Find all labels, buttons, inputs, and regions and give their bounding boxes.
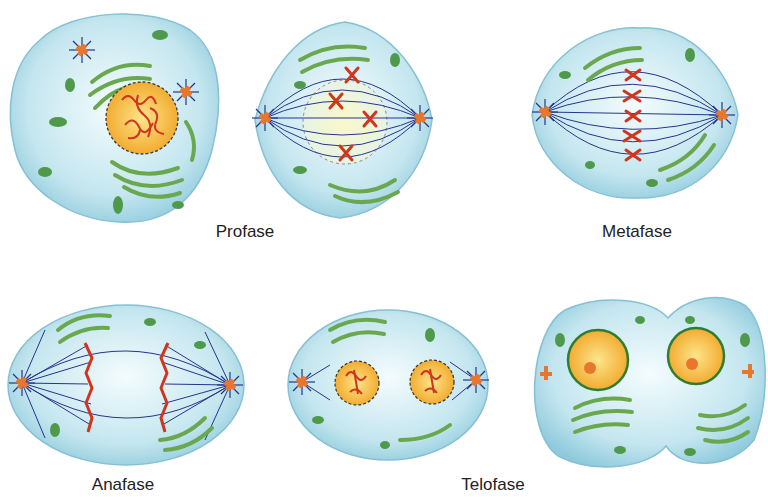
mitochondria	[38, 30, 184, 214]
nucleolus	[584, 362, 596, 374]
cell-membrane	[8, 305, 244, 465]
phase-label: Anafase	[92, 475, 154, 494]
prophase-cell-early	[10, 14, 218, 222]
nucleus-forming	[410, 360, 454, 404]
centrosome	[217, 372, 243, 398]
nucleus-forming	[335, 361, 379, 405]
nucleus	[106, 82, 178, 154]
golgi	[300, 47, 398, 203]
cell-membrane	[288, 310, 488, 460]
chromatin	[346, 369, 441, 394]
centrosome	[173, 79, 199, 105]
nucleus	[568, 330, 628, 390]
chromosomes	[85, 343, 168, 432]
phase-label-slot: Metafase	[602, 222, 672, 241]
phase-label-slot: Profase	[216, 222, 275, 241]
mitochondria	[50, 318, 206, 437]
mitochondria	[312, 328, 435, 449]
centrosome	[540, 364, 754, 380]
nuclear-envelope-fading	[303, 80, 387, 164]
cell-membrane	[532, 28, 738, 198]
mitochondria	[293, 53, 400, 174]
mitochondria	[555, 316, 750, 456]
centrosome	[69, 37, 95, 63]
golgi	[58, 315, 212, 450]
chromosomes	[330, 68, 376, 160]
centrosome	[532, 99, 558, 125]
golgi	[573, 399, 748, 442]
anaphase-cell	[8, 305, 244, 465]
prophase-cell-late	[252, 22, 433, 218]
centrosome	[9, 370, 35, 396]
golgi	[330, 320, 450, 440]
nucleus	[668, 328, 724, 384]
phase-label: Metafase	[602, 222, 672, 241]
telophase-cell-early	[288, 310, 489, 460]
centrosome	[709, 102, 735, 128]
golgi	[585, 48, 714, 180]
phase-label: Telofase	[461, 475, 524, 494]
phase-label-slot: Telofase	[461, 475, 524, 494]
phase-label-slot: Anafase	[92, 475, 154, 494]
centrosome	[463, 367, 489, 393]
phase-label: Profase	[216, 222, 275, 241]
cell-membrane	[10, 14, 218, 222]
centrosome	[407, 105, 433, 131]
telophase-cell-late	[535, 297, 766, 466]
spindle-fibers	[265, 79, 420, 157]
chromatin	[122, 95, 164, 138]
centrosome	[252, 105, 278, 131]
metaphase-cell	[532, 28, 738, 198]
nucleolus	[686, 358, 698, 370]
mitochondria	[559, 48, 695, 187]
chromosomes	[624, 70, 640, 160]
cell-membrane	[535, 297, 766, 466]
cell-membrane	[255, 22, 432, 218]
spindle-fibers	[22, 330, 230, 440]
centrosome	[289, 369, 315, 395]
spindle-fibers	[545, 72, 722, 155]
